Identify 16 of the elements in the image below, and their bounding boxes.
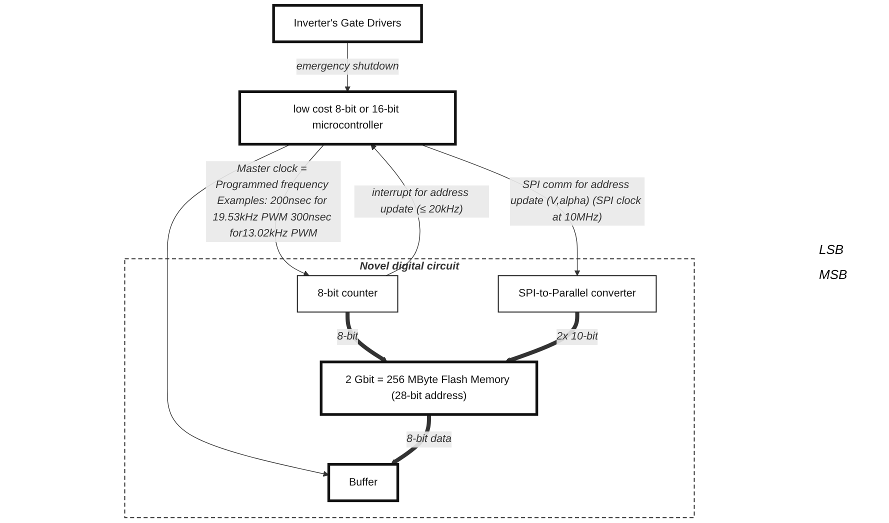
node-box: 2 Gbit = 256 MByte Flash Memory (28-bit address) [320, 360, 538, 416]
edge-label: Master clock = Programmed frequency Examples: 200nsec for 19.53kHz PWM 300nsec for13.02kHz PWM [212, 163, 332, 240]
node-box: Buffer [327, 463, 400, 502]
node-box: Inverter's Gate Drivers [272, 4, 423, 44]
edge-label: 2x 10-bit [556, 330, 598, 342]
node-box: low cost 8-bit or 16-bit microcontroller [238, 90, 457, 146]
arrow [346, 312, 388, 362]
edge-label: 8-bit data [406, 433, 452, 445]
bus-label: MSB [819, 266, 848, 282]
node-box: 8-bit counter [296, 275, 398, 313]
edge-label: SPI comm for address update (V,alpha) (SPI clock at 10MHz) [510, 179, 641, 224]
edge-label: 8-bit [337, 330, 358, 342]
node-box: SPI-to-Parallel converter [498, 275, 657, 313]
edge-label: emergency shutdown [296, 60, 399, 72]
bus-label: LSB [819, 242, 845, 256]
edge-label: interrupt for address update (≤ 20kHz) [372, 187, 468, 215]
